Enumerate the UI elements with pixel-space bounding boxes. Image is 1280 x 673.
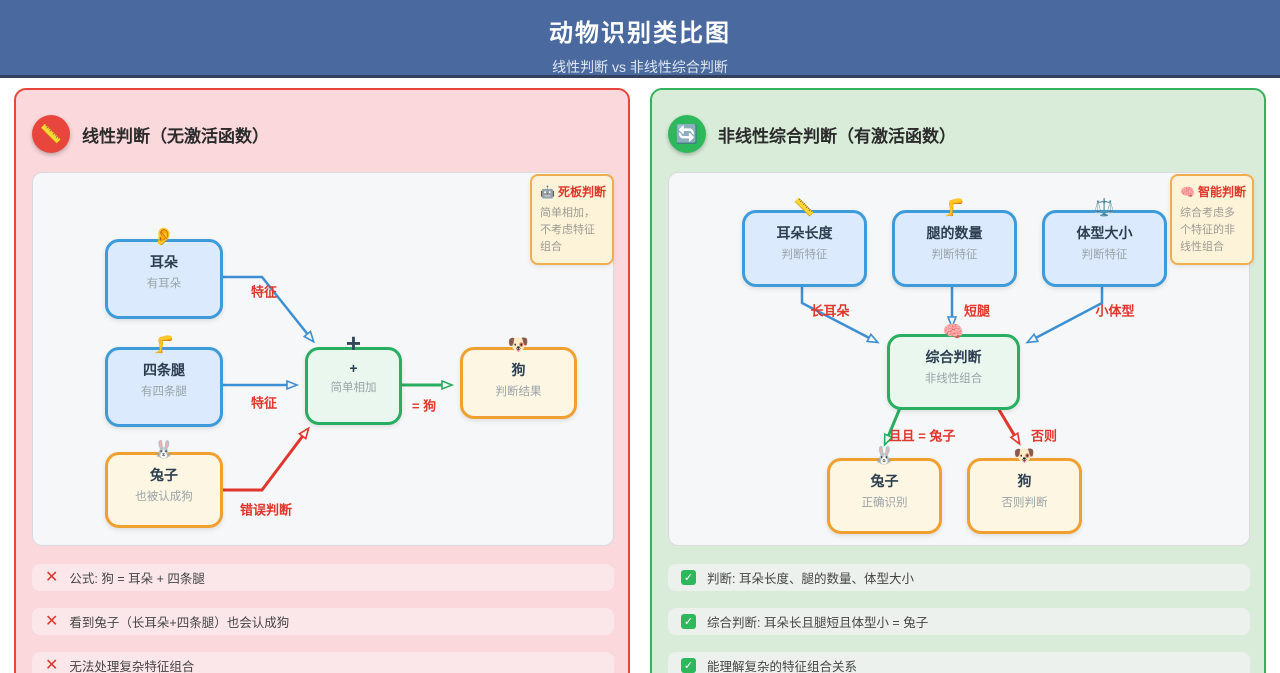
node-subtitle: 判断特征 bbox=[781, 249, 828, 261]
plus-icon: + bbox=[345, 328, 362, 358]
node-subtitle: 简单相加 bbox=[330, 382, 377, 394]
page-title: 动物识别类比图 bbox=[549, 20, 731, 47]
node-rabbit-correct: 🐰 兔子 正确识别 bbox=[827, 447, 942, 534]
nonlinear-point-3: ✓ 能理解复杂的特征组合关系 bbox=[668, 652, 1250, 673]
node-subtitle: 判断特征 bbox=[1081, 249, 1128, 261]
node-dog-result: 🐶 狗 判断结果 bbox=[460, 336, 577, 419]
rabbit-icon: 🐰 bbox=[153, 440, 175, 459]
node-title: 体型大小 bbox=[1076, 225, 1133, 241]
point-text: 综合判断: 耳朵长且腿短且体型小 = 兔子 bbox=[707, 616, 929, 630]
nonlinear-panel-title: 非线性综合判断（有激活函数） bbox=[718, 126, 956, 146]
edge-label-short-legs: 短腿 bbox=[963, 303, 991, 319]
nonlinear-point-1: ✓ 判断: 耳朵长度、腿的数量、体型大小 bbox=[668, 564, 1250, 591]
note-title: 🧠智能判断 bbox=[1180, 185, 1246, 199]
node-title: 狗 bbox=[511, 362, 526, 378]
node-title: + bbox=[349, 360, 358, 376]
edge-label-small-body: 小体型 bbox=[1095, 303, 1135, 319]
x-icon: ✕ bbox=[45, 612, 59, 630]
node-subtitle: 否则判断 bbox=[1001, 497, 1048, 509]
point-text: 无法处理复杂特征组合 bbox=[69, 660, 195, 673]
point-text: 判断: 耳朵长度、腿的数量、体型大小 bbox=[707, 572, 914, 586]
linear-point-1: ✕ 公式: 狗 = 耳朵 + 四条腿 bbox=[32, 564, 614, 591]
dog-icon: 🐶 bbox=[1013, 446, 1036, 465]
brain-icon: 🧠 bbox=[942, 322, 965, 341]
node-subtitle: 也被认成狗 bbox=[135, 491, 193, 503]
node-title: 综合判断 bbox=[925, 349, 982, 365]
node-dog-otherwise: 🐶 狗 否则判断 bbox=[967, 447, 1082, 534]
scales-icon: ⚖️ bbox=[1093, 198, 1116, 217]
node-sum: + + 简单相加 bbox=[305, 330, 402, 425]
node-subtitle: 非线性组合 bbox=[924, 373, 983, 385]
node-title: 兔子 bbox=[150, 467, 178, 483]
x-icon: ✕ bbox=[45, 656, 59, 673]
edge-label-feature-1: 特征 bbox=[250, 284, 278, 300]
edge-label-wrong-judgment: 错误判断 bbox=[239, 502, 293, 518]
ear-icon: 👂 bbox=[153, 227, 175, 246]
note-title: 🤖死板判断 bbox=[540, 185, 606, 199]
point-text: 看到兔子（长耳朵+四条腿）也会认成狗 bbox=[69, 616, 290, 630]
leg-icon: 🦵 bbox=[943, 198, 966, 217]
nonlinear-panel-header: 🔄 非线性综合判断（有激活函数） bbox=[668, 114, 956, 154]
node-subtitle: 有耳朵 bbox=[146, 278, 182, 290]
ruler-icon: 📏 bbox=[793, 198, 816, 217]
node-subtitle: 有四条腿 bbox=[141, 386, 187, 398]
linear-point-3: ✕ 无法处理复杂特征组合 bbox=[32, 652, 614, 673]
node-title: 兔子 bbox=[870, 473, 899, 489]
rabbit-icon: 🐰 bbox=[873, 446, 896, 465]
nonlinear-panel: 🔄 非线性综合判断（有激活函数） 🧠智能判断 综合考虑多个特征的非线性组合 📏 … bbox=[650, 88, 1266, 673]
linear-panel-header: 📏 线性判断（无激活函数） bbox=[32, 114, 269, 154]
smart-judgment-note: 🧠智能判断 综合考虑多个特征的非线性组合 bbox=[1170, 174, 1254, 266]
linear-panel: 📏 线性判断（无激活函数） 🤖死板判断 简单相加，不考虑特征组合 👂 耳朵 有耳… bbox=[14, 88, 630, 673]
node-leg-count: 🦵 腿的数量 判断特征 bbox=[892, 199, 1017, 287]
ruler-icon: 📏 bbox=[32, 115, 70, 153]
node-subtitle: 判断特征 bbox=[931, 249, 978, 261]
page-subtitle: 线性判断 vs 非线性综合判断 bbox=[552, 59, 728, 75]
node-title: 耳朵 bbox=[150, 254, 178, 270]
node-subtitle: 正确识别 bbox=[861, 497, 908, 509]
node-title: 耳朵长度 bbox=[776, 225, 833, 241]
check-icon: ✓ bbox=[681, 570, 696, 585]
edge-label-and-rabbit: 且且 = 兔子 bbox=[888, 428, 956, 444]
brain-icon: 🧠 bbox=[1180, 185, 1195, 199]
nonlinear-point-2: ✓ 综合判断: 耳朵长且腿短且体型小 = 兔子 bbox=[668, 608, 1250, 635]
dog-icon: 🐶 bbox=[507, 335, 530, 354]
point-text: 公式: 狗 = 耳朵 + 四条腿 bbox=[69, 572, 205, 586]
check-icon: ✓ bbox=[681, 658, 696, 673]
node-ear-length: 📏 耳朵长度 判断特征 bbox=[742, 199, 867, 287]
node-combine: 🧠 综合判断 非线性组合 bbox=[887, 323, 1020, 410]
linear-point-2: ✕ 看到兔子（长耳朵+四条腿）也会认成狗 bbox=[32, 608, 614, 635]
node-rabbit: 🐰 兔子 也被认成狗 bbox=[105, 441, 223, 528]
edge-label-feature-2: 特征 bbox=[250, 395, 278, 411]
node-title: 腿的数量 bbox=[926, 225, 983, 241]
node-ears: 👂 耳朵 有耳朵 bbox=[105, 228, 223, 319]
edge-label-equals-dog: = 狗 bbox=[411, 398, 437, 414]
node-body-size: ⚖️ 体型大小 判断特征 bbox=[1042, 199, 1167, 287]
note-text: 综合考虑多个特征的非线性组合 bbox=[1180, 207, 1235, 254]
x-icon: ✕ bbox=[45, 568, 59, 586]
robot-icon: 🤖 bbox=[540, 185, 555, 199]
cycle-icon: 🔄 bbox=[668, 115, 706, 153]
app-header: 动物识别类比图 线性判断 vs 非线性综合判断 bbox=[0, 0, 1280, 78]
check-icon: ✓ bbox=[681, 614, 696, 629]
leg-icon: 🦵 bbox=[153, 335, 175, 354]
node-title: 狗 bbox=[1017, 473, 1032, 489]
node-four-legs: 🦵 四条腿 有四条腿 bbox=[105, 336, 223, 427]
point-text: 能理解复杂的特征组合关系 bbox=[707, 660, 858, 673]
edge-label-long-ears: 长耳朵 bbox=[810, 303, 850, 319]
node-subtitle: 判断结果 bbox=[495, 386, 542, 398]
node-title: 四条腿 bbox=[143, 362, 185, 378]
linear-panel-title: 线性判断（无激活函数） bbox=[82, 126, 269, 146]
rigid-judgment-note: 🤖死板判断 简单相加，不考虑特征组合 bbox=[530, 174, 614, 266]
edge-label-otherwise: 否则 bbox=[1030, 428, 1058, 444]
note-text: 简单相加，不考虑特征组合 bbox=[540, 207, 595, 254]
